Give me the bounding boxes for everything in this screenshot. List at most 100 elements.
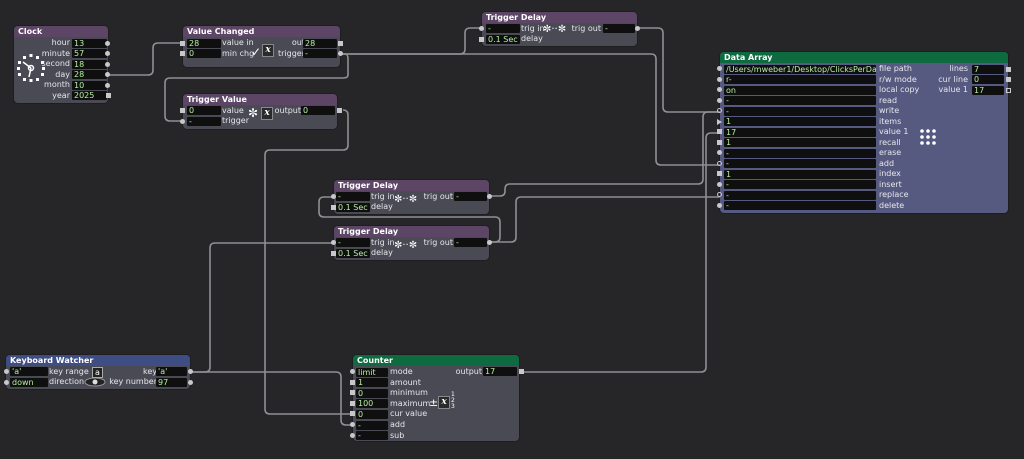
cur-line-field[interactable]: 0 [972, 75, 1004, 84]
clock-actor[interactable]: Clock hour 13 minute 57 second 18 day 28… [14, 26, 111, 103]
array-input-port[interactable] [717, 129, 722, 134]
array-input-port[interactable] [717, 150, 722, 155]
array-input-field[interactable]: - [724, 180, 876, 189]
clock-month-value[interactable]: 10 [72, 80, 107, 90]
clock-hour-value[interactable]: 13 [72, 38, 107, 48]
key-number-field[interactable]: 97 [156, 377, 187, 387]
trig-in-field[interactable]: - [336, 238, 370, 247]
clock-day-port[interactable] [105, 72, 110, 77]
array-input-port[interactable] [717, 139, 722, 145]
value-field[interactable]: 0 [187, 106, 221, 115]
actor-title[interactable]: Data Array [720, 52, 1008, 63]
trig-out-field[interactable]: - [454, 238, 487, 247]
output-field[interactable]: 0 [301, 106, 335, 115]
trigger-value-actor[interactable]: Trigger Value 0 value - trigger ✼ x outp… [180, 94, 342, 129]
actor-title[interactable]: Trigger Delay [334, 180, 489, 191]
trigger-delay-actor[interactable]: Trigger Delay - trig in 0.1 Sec delay ✼·… [331, 226, 492, 260]
counter-input-field[interactable]: 0 [356, 388, 388, 398]
trig-in-port[interactable] [331, 240, 336, 245]
array-input-field[interactable]: - [724, 190, 876, 200]
array-input-port[interactable] [717, 160, 722, 166]
delay-field[interactable]: 0.1 Sec [486, 34, 520, 44]
key-range-field[interactable]: 'a' [10, 367, 48, 376]
counter-input-field[interactable]: - [356, 431, 388, 441]
trigger-delay-actor[interactable]: Trigger Delay - trig in 0.1 Sec delay ✼·… [331, 180, 492, 214]
trig-out-port[interactable] [635, 26, 640, 31]
delay-port[interactable] [479, 36, 484, 42]
output-port[interactable] [519, 369, 524, 374]
array-input-port[interactable] [717, 192, 722, 197]
array-input-field[interactable]: 1 [724, 117, 876, 126]
min-chg-field[interactable]: 0 [187, 49, 221, 58]
array-input-field[interactable]: - [724, 148, 876, 158]
array-input-field[interactable]: 17 [724, 127, 876, 137]
data-array-actor[interactable]: Data Array /Users/mweber1/Desktop/Clicks… [717, 52, 1011, 213]
array-input-port[interactable] [717, 171, 722, 176]
trigger-port[interactable] [180, 118, 185, 124]
value-changed-actor[interactable]: Value Changed 28 value in 0 min chg ✓ x … [180, 26, 343, 67]
array-input-port[interactable] [717, 202, 722, 208]
trig-in-field[interactable]: - [486, 24, 520, 33]
array-input-field[interactable]: - [724, 96, 876, 105]
key-number-port[interactable] [188, 379, 193, 385]
clock-day-value[interactable]: 28 [72, 70, 107, 79]
array-input-field[interactable]: 1 [724, 169, 876, 179]
array-input-port[interactable] [717, 66, 722, 71]
clock-second-port[interactable] [105, 61, 110, 67]
delay-field[interactable]: 0.1 Sec [336, 248, 370, 258]
clock-year-port[interactable] [106, 93, 111, 98]
counter-input-port[interactable] [350, 422, 355, 427]
array-input-port[interactable] [717, 97, 722, 103]
array-input-port[interactable] [717, 108, 722, 113]
delay-port[interactable] [331, 250, 336, 256]
actor-title[interactable]: Keyboard Watcher [6, 355, 190, 366]
output-port[interactable] [337, 108, 342, 113]
counter-input-port[interactable] [350, 390, 355, 396]
counter-input-field[interactable]: limit [356, 367, 388, 377]
trig-out-port[interactable] [487, 194, 492, 199]
array-input-port[interactable] [717, 87, 722, 92]
cur-line-port[interactable] [1006, 77, 1011, 82]
trig-out-field[interactable]: - [603, 24, 635, 33]
value-port[interactable] [180, 108, 185, 113]
delay-port[interactable] [331, 204, 336, 210]
counter-input-port[interactable] [350, 379, 355, 385]
value-1-out-port[interactable] [1006, 87, 1011, 93]
out-port[interactable] [338, 40, 343, 46]
counter-input-port[interactable] [350, 432, 355, 438]
array-input-port[interactable] [717, 118, 722, 125]
counter-input-field[interactable]: - [356, 420, 388, 430]
counter-input-field[interactable]: 1 [356, 378, 388, 388]
array-input-field[interactable]: - [724, 106, 876, 116]
actor-title[interactable]: Trigger Delay [334, 226, 489, 237]
out-field[interactable]: 28 [303, 38, 337, 48]
array-input-port[interactable] [717, 76, 722, 82]
clock-year-value[interactable]: 2025 [72, 91, 107, 100]
lines-field[interactable]: 7 [972, 64, 1004, 74]
output-field[interactable]: 17 [483, 367, 517, 376]
clock-month-port[interactable] [105, 82, 110, 88]
keyboard-watcher-actor[interactable]: Keyboard Watcher 'a' key range down dire… [4, 355, 193, 389]
array-input-field[interactable]: 1 [724, 138, 876, 147]
min-chg-port[interactable] [180, 51, 185, 56]
trigger-field[interactable]: - [187, 116, 221, 126]
counter-input-port[interactable] [350, 411, 355, 417]
array-input-field[interactable]: r- [724, 75, 876, 84]
array-input-field[interactable]: - [724, 159, 876, 168]
array-input-field[interactable]: /Users/mweber1/Desktop/ClicksPerDay [724, 64, 876, 74]
trig-out-field[interactable]: - [454, 192, 487, 201]
trigger-delay-actor[interactable]: Trigger Delay - trig in 0.1 Sec delay ✼·… [479, 12, 640, 46]
value-1-out-field[interactable]: 17 [972, 85, 1004, 95]
delay-field[interactable]: 0.1 Sec [336, 202, 370, 212]
trig-out-port[interactable] [487, 240, 492, 245]
array-input-port[interactable] [717, 181, 722, 187]
actor-title[interactable]: Trigger Delay [482, 12, 637, 23]
clock-minute-port[interactable] [105, 51, 110, 56]
lines-port[interactable] [1006, 66, 1011, 72]
value-in-port[interactable] [180, 40, 185, 46]
trigger-port[interactable] [338, 51, 343, 56]
clock-minute-value[interactable]: 57 [72, 49, 107, 58]
key-port[interactable] [188, 369, 193, 374]
actor-title[interactable]: Clock [14, 26, 108, 37]
